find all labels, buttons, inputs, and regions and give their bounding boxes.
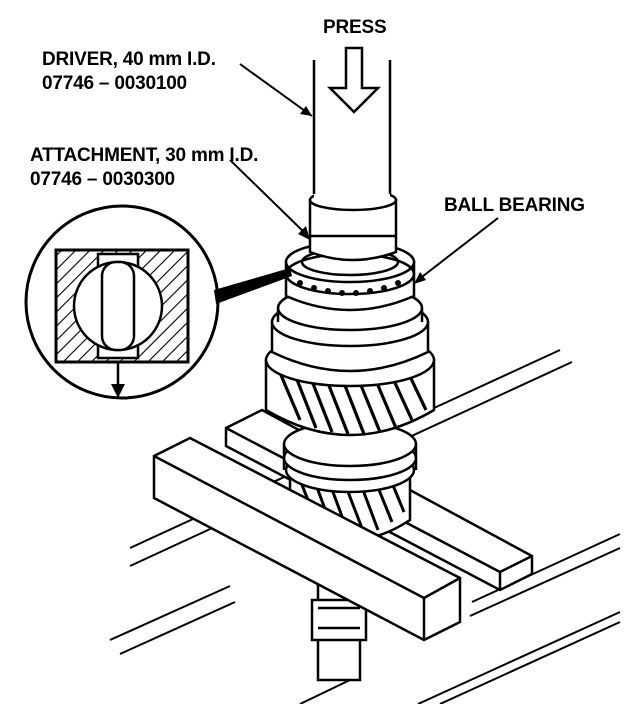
- leader-arrowhead-driver: [300, 106, 312, 116]
- press-label: PRESS: [323, 17, 387, 38]
- press-arrow-icon: [326, 46, 382, 114]
- gear-stack: [264, 240, 436, 542]
- ball-bearing-label: BALL BEARING: [444, 195, 585, 216]
- arrow-down-icon: [111, 384, 125, 398]
- attachment-name-label: ATTACHMENT, 30 mm I.D.: [30, 145, 259, 166]
- leader-lines: [229, 63, 499, 281]
- front-support-block: [152, 436, 462, 642]
- leader-arrowhead-bearing: [414, 272, 426, 284]
- driver-part-number: 07746 – 0030100: [42, 73, 187, 94]
- leader-arrowhead-attachment: [298, 226, 310, 240]
- attachment-part-number: 07746 – 0030300: [30, 169, 175, 190]
- driver-name-label: DRIVER, 40 mm I.D.: [42, 49, 216, 70]
- inset-detail: [24, 204, 292, 400]
